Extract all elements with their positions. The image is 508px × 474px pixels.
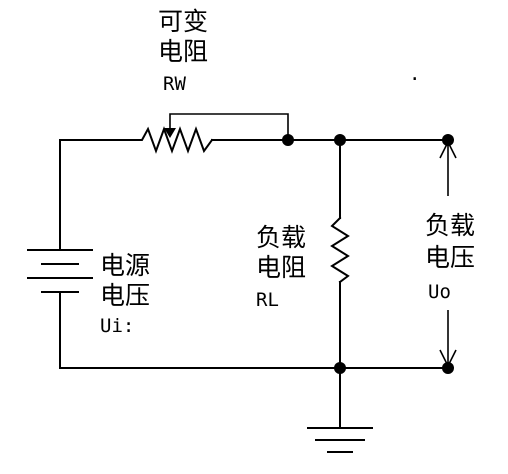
wiper-arrow-icon <box>164 128 176 138</box>
node-bottom-middle <box>334 362 346 374</box>
load-resistor-zigzag <box>330 216 350 284</box>
node-top-right <box>442 134 454 146</box>
source-label-line2: 电压 <box>100 281 150 310</box>
stray-mark: . <box>409 63 420 85</box>
load-voltage-label-line2: 电压 <box>425 243 475 272</box>
load-resistor-symbol: RL <box>256 289 279 311</box>
variable-resistor-label-line1: 可变 <box>158 7 208 36</box>
source-label-line1: 电源 <box>100 251 150 280</box>
node-bottom-right <box>442 362 454 374</box>
source-symbol: Ui: <box>100 315 134 337</box>
load-resistor-label-line2: 电阻 <box>256 253 306 282</box>
node-wiper <box>282 134 294 146</box>
variable-resistor-zigzag <box>127 126 214 154</box>
load-voltage-symbol: Uo <box>428 281 451 303</box>
node-top-middle <box>334 134 346 146</box>
load-resistor-label-line1: 负载 <box>256 223 306 252</box>
variable-resistor-symbol: RW <box>163 73 186 95</box>
variable-resistor-wiper <box>169 113 289 140</box>
load-voltage-label-line1: 负载 <box>425 211 475 240</box>
variable-resistor-label-line2: 电阻 <box>158 37 208 66</box>
